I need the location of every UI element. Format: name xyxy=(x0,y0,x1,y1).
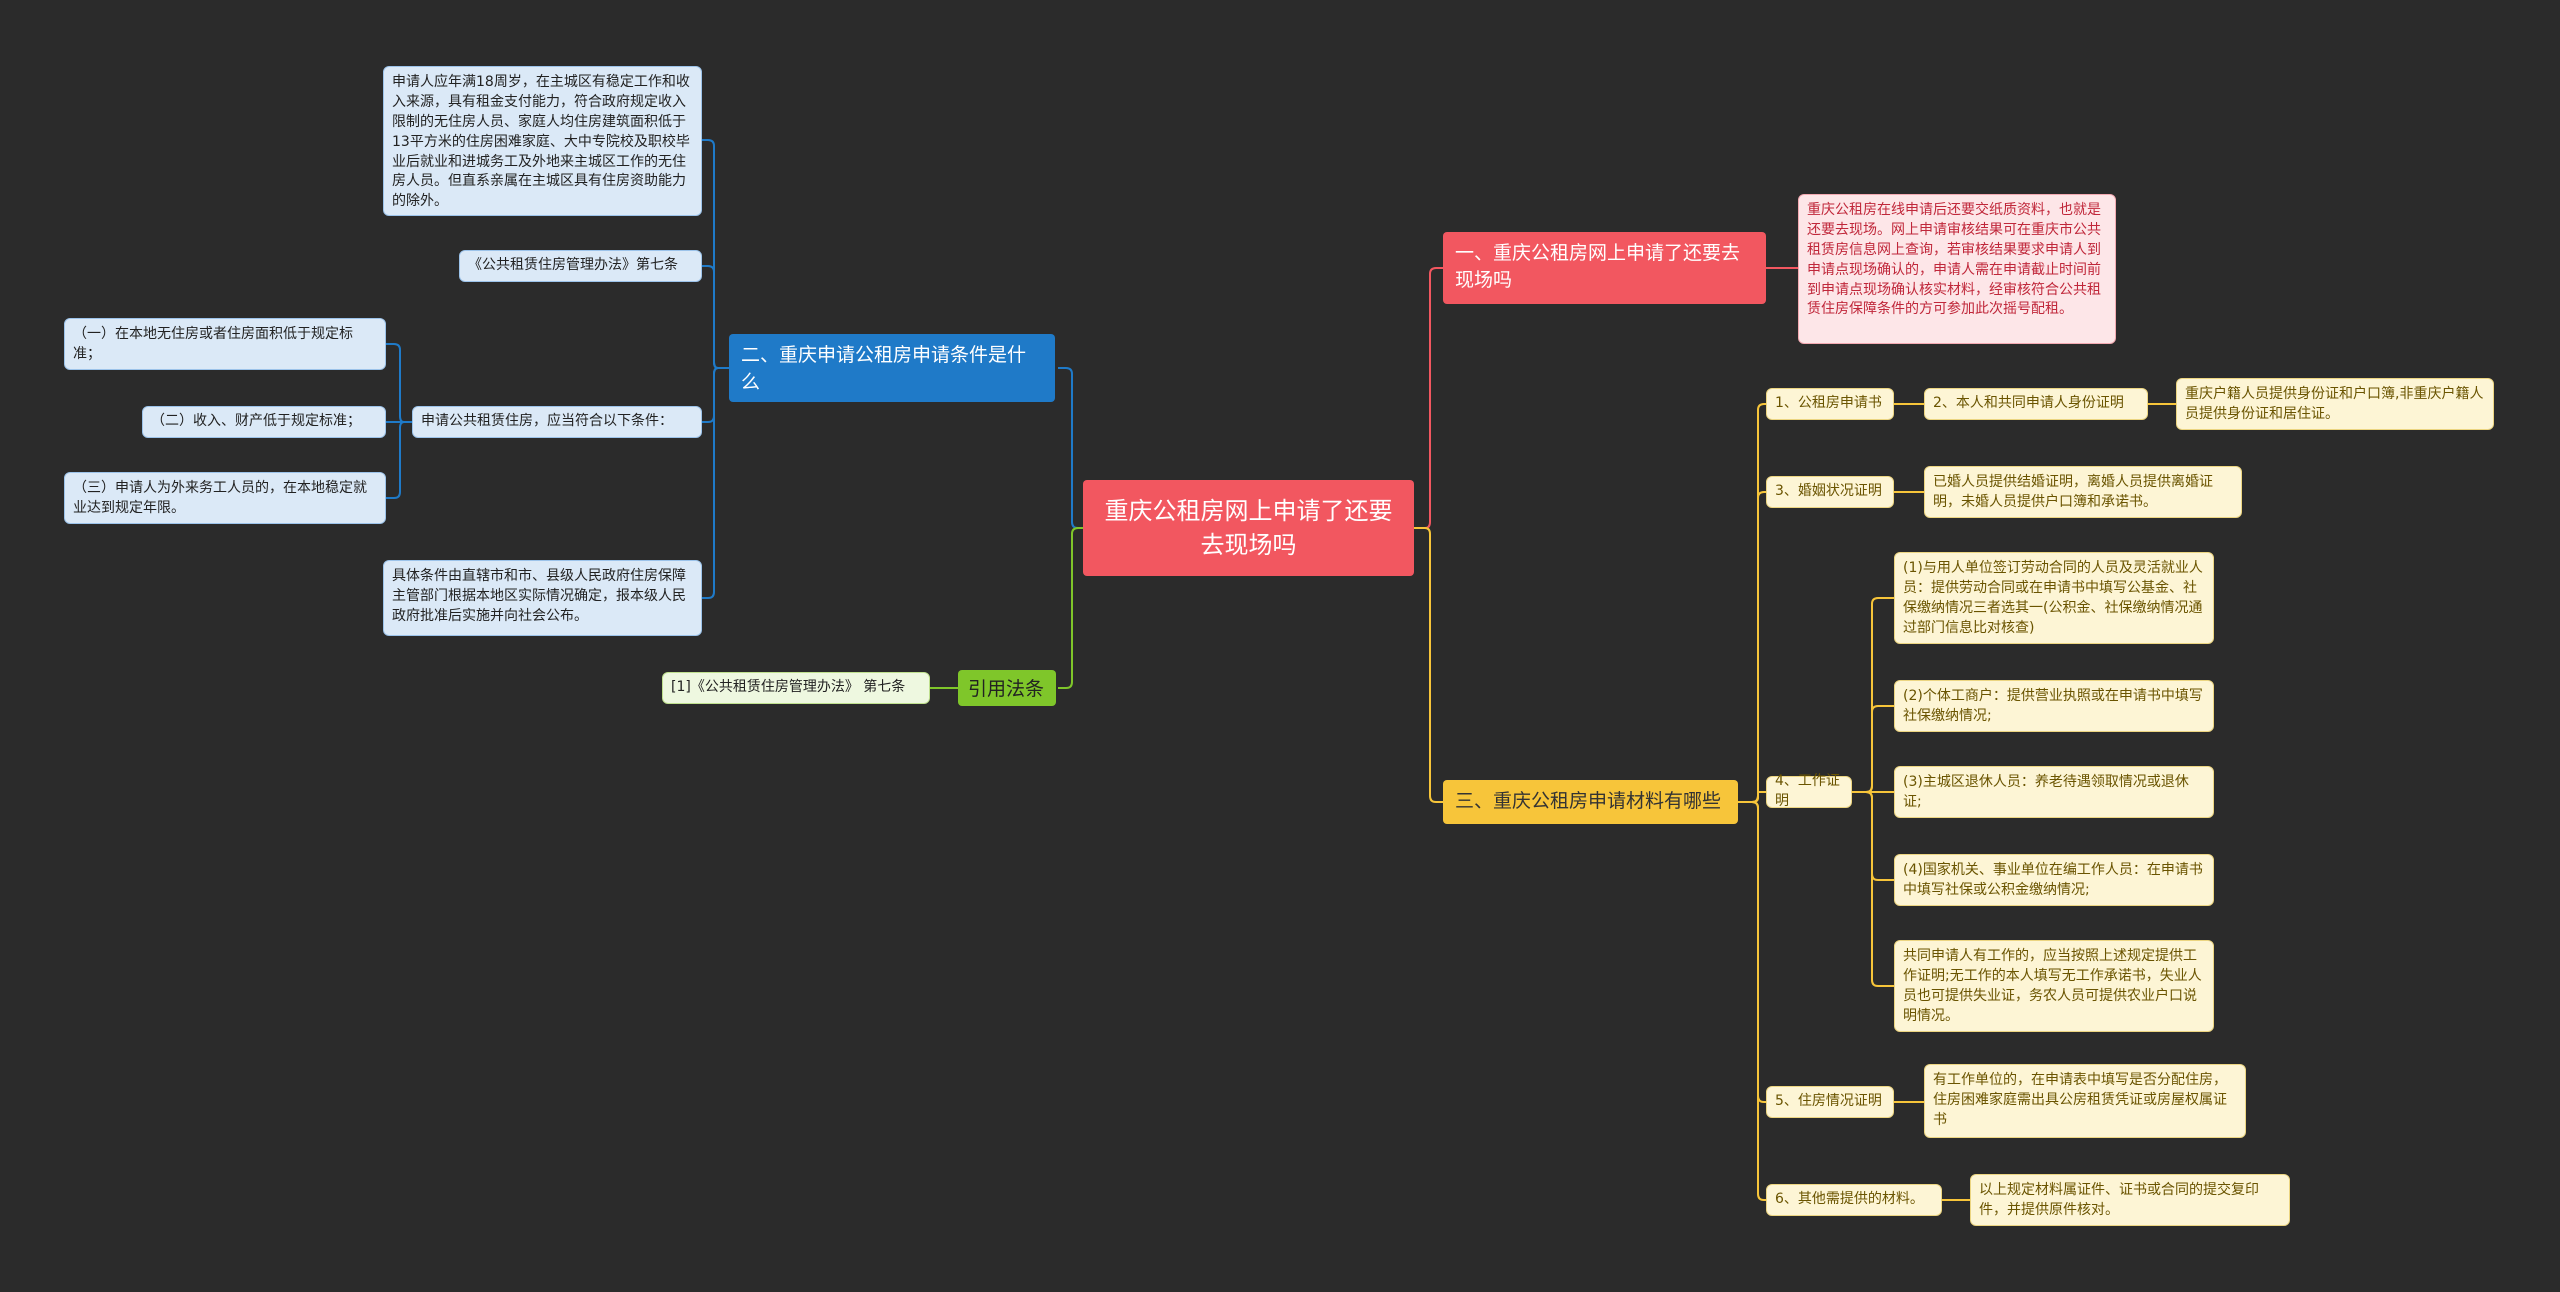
conditions-intro[interactable]: 申请人应年满18周岁，在主城区有稳定工作和收入来源，具有租金支付能力，符合政府规… xyxy=(383,66,702,216)
identity-proof-detail[interactable]: 重庆户籍人员提供身份证和户口簿,非重庆户籍人员提供身份证和居住证。 xyxy=(2176,378,2494,430)
work-proof-self-employed[interactable]: (2)个体工商户：提供营业执照或在申请书中填写社保缴纳情况; xyxy=(1894,680,2214,732)
conditions-specific[interactable]: 具体条件由直辖市和市、县级人民政府住房保障主管部门根据本地区实际情况确定，报本级… xyxy=(383,560,702,636)
housing-status-detail[interactable]: 有工作单位的，在申请表中填写是否分配住房，住房困难家庭需出具公房租赁凭证或房屋权… xyxy=(1924,1064,2246,1138)
material-housing-status[interactable]: 5、住房情况证明 xyxy=(1766,1086,1894,1118)
branch-application-materials[interactable]: 三、重庆公租房申请材料有哪些 xyxy=(1443,780,1738,824)
material-other[interactable]: 6、其他需提供的材料。 xyxy=(1766,1184,1942,1216)
root-topic[interactable]: 重庆公租房网上申请了还要去现场吗 xyxy=(1083,480,1414,576)
cited-law-reference[interactable]: [1]《公共租赁住房管理办法》 第七条 xyxy=(662,672,930,704)
work-proof-employee[interactable]: (1)与用人单位签订劳动合同的人员及灵活就业人员：提供劳动合同或在申请书中填写公… xyxy=(1894,552,2214,644)
material-application-form[interactable]: 1、公租房申请书 xyxy=(1766,388,1894,420)
condition-3[interactable]: （三）申请人为外来务工人员的，在本地稳定就业达到规定年限。 xyxy=(64,472,386,524)
work-proof-retired[interactable]: (3)主城区退休人员：养老待遇领取情况或退休证; xyxy=(1894,766,2214,818)
other-material-detail[interactable]: 以上规定材料属证件、证书或合同的提交复印件，并提供原件核对。 xyxy=(1970,1174,2290,1226)
branch-online-application[interactable]: 一、重庆公租房网上申请了还要去现场吗 xyxy=(1443,232,1766,304)
material-work-proof[interactable]: 4、工作证明 xyxy=(1766,773,1852,809)
branch-application-conditions[interactable]: 二、重庆申请公租房申请条件是什么 xyxy=(729,334,1055,402)
conditions-law-reference[interactable]: 《公共租赁住房管理办法》第七条 xyxy=(459,250,702,282)
branch-cited-law[interactable]: 引用法条 xyxy=(958,670,1056,706)
condition-1[interactable]: （一）在本地无住房或者住房面积低于规定标准； xyxy=(64,318,386,370)
online-application-detail[interactable]: 重庆公租房在线申请后还要交纸质资料，也就是还要去现场。网上申请审核结果可在重庆市… xyxy=(1798,194,2116,344)
work-proof-civil-servant[interactable]: (4)国家机关、事业单位在编工作人员：在申请书中填写社保或公积金缴纳情况; xyxy=(1894,854,2214,906)
material-identity-proof[interactable]: 2、本人和共同申请人身份证明 xyxy=(1924,388,2148,420)
condition-2[interactable]: （二）收入、财产低于规定标准； xyxy=(142,406,386,438)
marital-status-detail[interactable]: 已婚人员提供结婚证明，离婚人员提供离婚证明，未婚人员提供户口簿和承诺书。 xyxy=(1924,466,2242,518)
conditions-list-title[interactable]: 申请公共租赁住房，应当符合以下条件： xyxy=(412,406,702,438)
material-marital-status[interactable]: 3、婚姻状况证明 xyxy=(1766,476,1894,508)
work-proof-co-applicant[interactable]: 共同申请人有工作的，应当按照上述规定提供工作证明;无工作的本人填写无工作承诺书，… xyxy=(1894,940,2214,1032)
